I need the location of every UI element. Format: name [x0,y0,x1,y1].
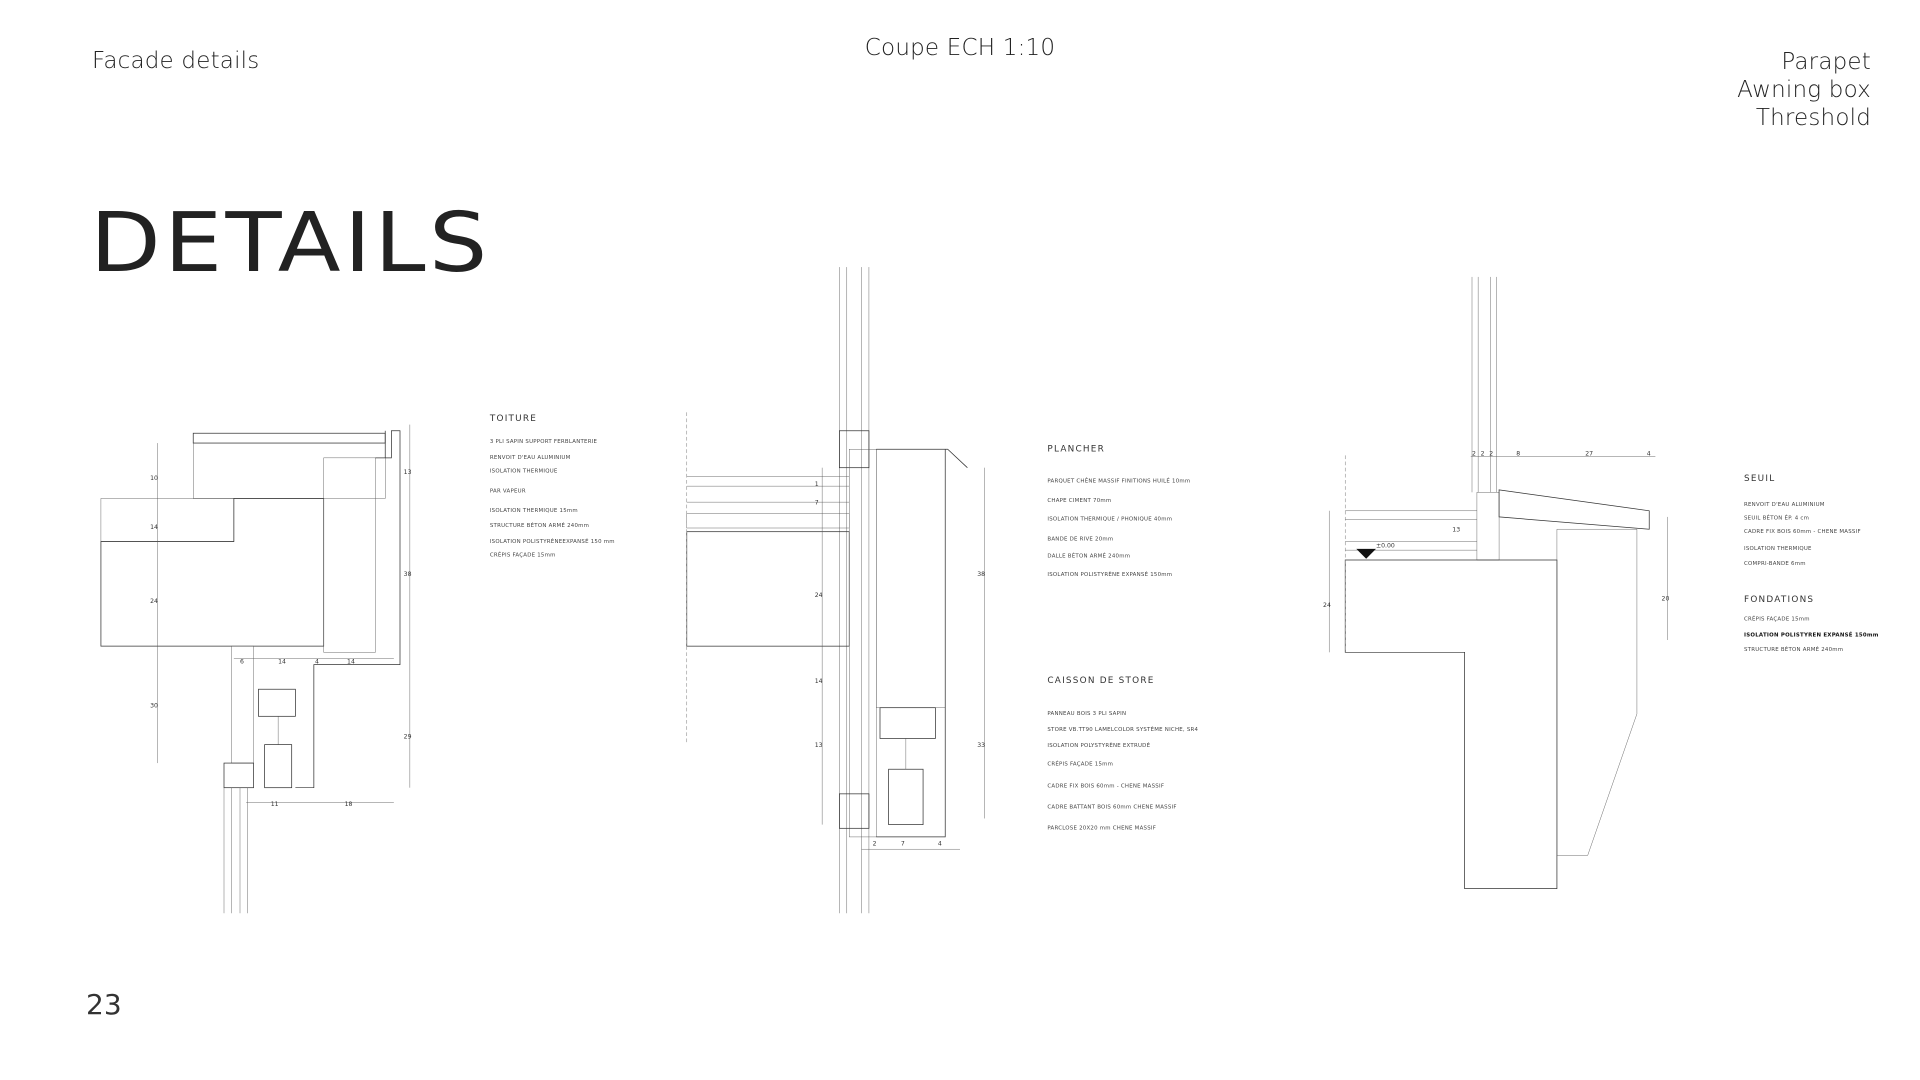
dimension-label: 38 [977,571,985,578]
dimension-label: 38 [404,571,412,578]
dimension-label: 13 [404,469,412,476]
legend-item: CHAPE CIMENT 70mm [1047,498,1111,504]
dimension-label: 24 [150,598,158,605]
dimension-label: 14 [347,658,355,665]
legend-heading: CAISSON DE STORE [1047,676,1154,686]
legend-item: PANNEAU BOIS 3 PLI SAPIN [1047,711,1126,717]
dimension-label: 24 [1323,602,1331,609]
dimension-label: 14 [815,678,823,685]
legend-item: ISOLATION THERMIQUE [1744,546,1812,552]
dimension-label: 18 [345,801,353,808]
legend-heading: FONDATIONS [1744,595,1814,605]
dimension-label: 7 [815,500,819,507]
legend-item: CADRE FIX BOIS 60mm - CHENE MASSIF [1744,529,1861,535]
threshold-detail: ±0.00 2 2 2 8 27 4 24 13 20 [1323,276,1670,889]
dimension-label: 4 [315,658,319,665]
dimension-label: 27 [1585,450,1593,457]
dimension-label: 33 [977,742,985,749]
dimension-label: 29 [404,733,412,740]
page-number: 23 [86,988,122,1021]
detail-list-item: Threshold [1755,105,1871,131]
legend-item: PARCLOSE 20X20 mm CHENE MASSIF [1047,826,1156,832]
section-label: Facade details [92,48,260,74]
awning-legend: PLANCHER PARQUET CHÊNE MASSIF FINITIONS … [1047,445,1198,832]
legend-item: ISOLATION POLYSTYRÈNE EXTRUDÉ [1047,741,1150,749]
legend-item: STORE VB.TT90 LAMELCOLOR SYSTÈME NICHE, … [1047,725,1198,733]
legend-item: STRUCTURE BÉTON ARMÉ 240mm [490,521,589,529]
legend-item: STRUCTURE BÉTON ARMÉ 240mm [1744,645,1843,653]
legend-item: ISOLATION THERMIQUE [490,469,558,475]
dimension-label: 2 [1489,450,1493,457]
detail-list-item: Awning box [1737,77,1871,103]
detail-list-item: Parapet [1781,49,1871,75]
legend-heading: PLANCHER [1047,445,1105,455]
legend-item: PAR VAPEUR [490,488,526,494]
dimension-label: 6 [240,658,244,665]
dimension-label: 4 [938,841,942,848]
dimension-label: 11 [271,801,279,808]
legend-item: ISOLATION THERMIQUE 15mm [490,508,578,514]
dimension-label: 14 [278,658,286,665]
level-marker: ±0.00 [1376,543,1395,550]
parapet-detail: 10 14 24 30 6 14 4 14 11 18 13 38 29 [100,424,412,914]
legend-item: CRÉPIS FAÇADE 15mm [1047,760,1113,768]
dimension-label: 10 [150,475,158,482]
detail-list: Parapet Awning box Threshold [1737,48,1871,132]
legend-item: CRÉPIS FAÇADE 15mm [490,550,556,558]
awning-detail: 1 7 24 14 13 38 33 2 7 4 [686,267,985,914]
legend-item: CADRE FIX BOIS 60mm - CHENE MASSIF [1047,784,1164,790]
legend-item: PARQUET CHÊNE MASSIF FINITIONS HUILÉ 10m… [1047,476,1190,484]
legend-heading: TOITURE [489,414,537,424]
dimension-label: 24 [815,592,823,599]
dimension-label: 13 [1452,527,1460,534]
dimension-label: 2 [1481,450,1485,457]
legend-item: ISOLATION POLISTYREN EXPANSÉ 150mm [1744,630,1879,638]
legend-item: ISOLATION THERMIQUE / PHONIQUE 40mm [1047,517,1172,523]
dimension-label: 7 [901,841,905,848]
legend-item: RENVOIT D'EAU ALUMINIUM [1744,502,1825,508]
legend-item: DALLE BÉTON ARMÉ 240mm [1047,552,1130,560]
legend-item: 3 PLI SAPIN SUPPORT FERBLANTERIE [490,439,598,445]
dimension-label: 13 [815,742,823,749]
legend-item: SEUIL BÉTON ÉP. 4 cm [1744,513,1809,521]
legend-item: ISOLATION POLISTYRÈNEEXPANSÉ 150 mm [490,537,615,545]
threshold-legend: SEUIL RENVOIT D'EAU ALUMINIUM SEUIL BÉTO… [1744,474,1879,653]
dimension-label: 2 [873,841,877,848]
dimension-label: 14 [150,524,158,531]
legend-item: BANDE DE RIVE 20mm [1047,536,1113,542]
dimension-label: 1 [815,481,819,488]
page-title: DETAILS [90,196,491,291]
dimension-label: 2 [1472,450,1476,457]
legend-item: CADRE BATTANT BOIS 60mm CHENE MASSIF [1047,805,1176,811]
legend-item: COMPRI-BANDE 6mm [1744,561,1806,567]
legend-item: RENVOIT D'EAU ALUMINIUM [490,455,571,461]
legend-item: CRÉPIS FAÇADE 15mm [1744,614,1810,622]
dimension-label: 4 [1647,450,1651,457]
dimension-label: 8 [1516,450,1520,457]
dimension-label: 30 [150,703,158,710]
scale-label: Coupe ECH 1:10 [864,35,1056,61]
parapet-legend: TOITURE 3 PLI SAPIN SUPPORT FERBLANTERIE… [489,414,615,558]
dimension-label: 20 [1662,596,1670,603]
legend-heading: SEUIL [1744,474,1775,484]
legend-item: ISOLATION POLISTYRÈNE EXPANSÉ 150mm [1047,570,1172,578]
